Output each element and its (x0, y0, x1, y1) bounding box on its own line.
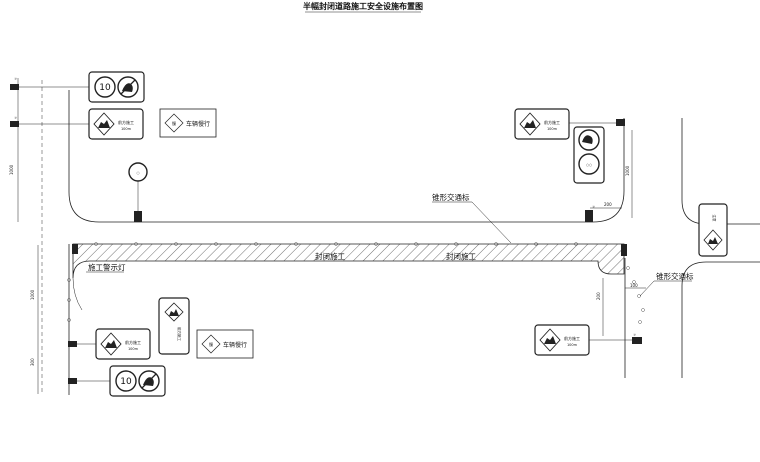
svg-text:☼: ☼ (592, 205, 595, 209)
cone-label-right: 锥形交通标 (656, 271, 694, 281)
work-ahead-sign-top: 前方施工 100m (88, 108, 144, 140)
vertical-sign-lower: 前方施工 (158, 297, 190, 355)
dim-left-top: 1000 (9, 164, 14, 175)
svg-text:前方施工: 前方施工 (125, 339, 141, 345)
slow-down-icon: 慢 (172, 120, 176, 126)
svg-text:○: ○ (136, 171, 139, 175)
cone-label-top: 锥形交通标 (432, 192, 470, 202)
svg-text:10: 10 (99, 83, 111, 93)
speed-limit-10-icon (94, 76, 116, 98)
road-work-icon (98, 120, 110, 128)
closed-label-1: 封闭施工 (315, 251, 345, 261)
svg-text:100m: 100m (128, 347, 139, 351)
warning-light-label: 施工警示灯 (88, 262, 126, 272)
work-ahead-sign-left-lower: 前方施工 100m (95, 328, 151, 360)
dim-right-turn-mid: 200 (596, 292, 601, 300)
dim-left-bottom: 300 (30, 358, 35, 366)
svg-text:前方施工: 前方施工 (118, 119, 134, 125)
dim-right-low: 100 (630, 283, 638, 288)
dim-right-turn-top: 200 (604, 202, 612, 207)
svg-text:注意: 注意 (712, 215, 717, 223)
slow-sign-top: 慢 车辆慢行 (159, 108, 217, 138)
svg-text:100m: 100m (121, 127, 132, 131)
detour-sign: 注意 (698, 203, 728, 257)
svg-text:前方施工: 前方施工 (544, 119, 560, 125)
cone-dots (67, 242, 645, 324)
speed-limit-sign-lower: 10 (109, 365, 166, 397)
closed-label-2: 封闭施工 (446, 251, 476, 261)
work-ahead-sign-right-lower: 前方施工 100m (534, 324, 590, 356)
svg-text:100m: 100m (547, 127, 558, 131)
svg-text:慢: 慢 (209, 341, 213, 347)
svg-text:前方施工: 前方施工 (564, 335, 580, 341)
dim-right-vertical: 1000 (625, 165, 630, 176)
slow-sign-lower: 慢 车辆慢行 (196, 329, 254, 359)
diagram-title: 半幅封闭道路施工安全设施布置图 (303, 1, 423, 11)
upper-road-edge (68, 90, 625, 223)
svg-text:☼: ☼ (14, 77, 17, 81)
svg-text:10: 10 (120, 377, 132, 387)
closed-work-zone (72, 243, 625, 279)
speed-limit-sign-top: 10 (88, 71, 145, 103)
detour-icon (708, 237, 718, 244)
svg-text:前方施工: 前方施工 (177, 327, 182, 341)
svg-text:100m: 100m (567, 343, 578, 347)
work-ahead-sign-right-upper: 前方施工 100m (514, 108, 570, 140)
svg-text:车辆慢行: 车辆慢行 (186, 120, 210, 128)
svg-text:车辆慢行: 车辆慢行 (223, 341, 247, 349)
warning-lights: ☼ ☼ ☼ ☼ (14, 77, 636, 337)
dim-left-mid: 1000 (30, 289, 35, 300)
round-sign-upper: ○ (128, 162, 148, 222)
svg-text:☼: ☼ (14, 116, 17, 120)
svg-text:☼: ☼ (633, 333, 636, 337)
svg-text:○○: ○○ (586, 163, 592, 167)
round-signs-right-upper: ○○ (573, 126, 605, 184)
